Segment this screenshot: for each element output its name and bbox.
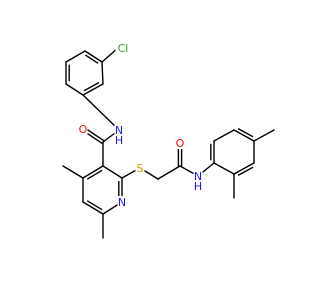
bond-ch2-carbonyl (157, 165, 181, 180)
bond-c-cl (101, 47, 119, 63)
bond-ring2-3-inner (237, 128, 254, 138)
bond-py-3-inner (86, 200, 103, 211)
atom-label-cl: Cl (118, 42, 129, 55)
bond-ring1-nh (82, 94, 120, 131)
bond-ring2-6 (213, 162, 235, 175)
bond-ring2-5-inner (237, 166, 254, 176)
bond-ring2-5 (233, 162, 255, 175)
atom-label-background (175, 137, 185, 149)
atom-label-hydrogen: H (194, 180, 202, 193)
atom-label-hydrogen: H (115, 134, 123, 147)
atom-amide_o: O (78, 123, 88, 136)
bond-py-6 (102, 165, 123, 179)
atom-label-background (78, 123, 88, 135)
bond-ring1-1 (101, 61, 104, 85)
bond-ring1-6-inner (85, 54, 99, 64)
bond-py-3 (82, 201, 104, 215)
bond-carbonyl-o (85, 127, 105, 142)
bond-ring1-2 (82, 83, 104, 96)
bond-ring1-3 (65, 83, 84, 96)
atom-label-n: N (118, 196, 126, 209)
atom-label-background (135, 162, 145, 174)
atom-ring_n: N (117, 196, 127, 209)
atom-thioether_s: S (135, 162, 145, 175)
bond-ring2-3 (233, 129, 255, 142)
bond-ring2-2 (213, 129, 235, 142)
atom-label-background (193, 170, 203, 191)
atom-amide_nh: NH (114, 124, 124, 147)
atom-label-background (117, 196, 127, 208)
bond-layer (62, 47, 275, 239)
bond-py-1-inner (86, 169, 103, 180)
atom-label-n: N (194, 170, 202, 183)
bond-py-1 (82, 165, 104, 179)
atom-label-o: O (176, 137, 185, 150)
bond-ring1-5 (65, 50, 86, 63)
atom-cl: Cl (115, 42, 131, 55)
bond-ring1-2-inner (83, 82, 100, 92)
atom-label-s: S (137, 162, 144, 175)
atom-acetamide_nh: NH (193, 170, 203, 193)
atom-label-background (114, 124, 124, 145)
atom-acetamide_o: O (175, 137, 185, 150)
atom-label-background (115, 42, 131, 54)
bond-ring1-6 (84, 50, 103, 63)
bond-ring2-methyl4 (253, 129, 275, 142)
atom-label-n: N (115, 124, 123, 137)
atom-label-o: O (79, 123, 88, 136)
bond-py-methyl4 (62, 165, 84, 179)
